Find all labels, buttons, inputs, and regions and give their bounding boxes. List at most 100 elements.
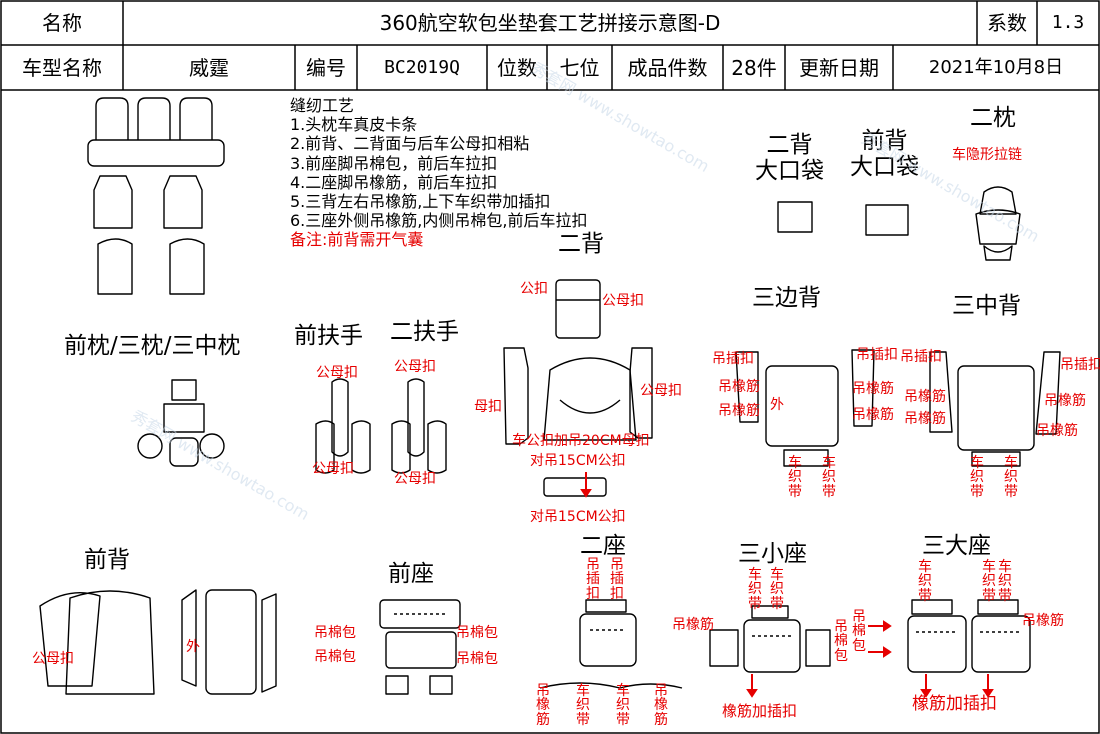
- annotation-diaoxiangjin: 吊橡筋: [654, 683, 668, 728]
- annotation-diaocha: 吊插扣: [586, 557, 600, 602]
- annotation-diaoxiangjin: 吊橡筋: [852, 407, 894, 423]
- arrows: [580, 472, 994, 698]
- erzuo-pattern: [539, 599, 683, 689]
- annotation-gongmukou: 公母扣: [602, 293, 644, 309]
- annotation-gongmukou: 公母扣: [32, 651, 74, 667]
- annotation-diaomianbao: 吊棉包: [834, 619, 848, 664]
- pieces-value: 28件: [731, 55, 777, 80]
- qianbei-title: 前背: [84, 547, 130, 573]
- annotation-gongmukou: 公母扣: [312, 461, 354, 477]
- annotation-chezhidai: 车织带: [1004, 455, 1018, 500]
- annotation-wai: 外: [186, 639, 200, 655]
- annotation-diaomianbao: 吊棉包: [852, 609, 866, 654]
- seats-label: 位数: [497, 55, 537, 80]
- annotation-diaoxiangjin: 吊橡筋: [1036, 423, 1078, 439]
- qianzuo-title: 前座: [388, 561, 434, 587]
- annotation-chezhidai: 车织带: [918, 559, 932, 604]
- qianzuo-pattern: [379, 599, 461, 695]
- code-label: 编号: [306, 55, 346, 80]
- annotation-chezhidai: 车织带: [822, 455, 836, 500]
- sanxiaozuo-pattern: [709, 605, 831, 673]
- annotation-diaocha: 吊插扣: [900, 349, 942, 365]
- note-item: 3.前座脚吊棉包，前后车拉扣: [290, 153, 498, 173]
- annotation-gongmukou: 公母扣: [394, 359, 436, 375]
- annotation-diaoxiangjin: 吊橡筋: [718, 379, 760, 395]
- note-item: 5.三背左右吊橡筋,上下车织带加插扣: [290, 192, 551, 212]
- annotation-diaocha: 吊插扣: [712, 351, 754, 367]
- annotation-diaomianbao: 吊棉包: [456, 625, 498, 641]
- annotation-chezhidai: 车织带: [770, 567, 784, 612]
- erbei-title: 二背: [558, 231, 604, 257]
- erzhen-zip-note: 车隐形拉链: [952, 147, 1022, 163]
- qianbei-pocket-title: 前背 大口袋: [850, 128, 919, 181]
- erzhen-pattern: [975, 186, 1021, 261]
- sanzhongbei-pattern: [929, 351, 1061, 467]
- update-value: 2021年10月8日: [928, 56, 1064, 78]
- update-label: 更新日期: [799, 55, 879, 80]
- armrests-pattern: [315, 378, 447, 474]
- annotation-diaoxiangjin: 吊橡筋: [904, 389, 946, 405]
- annotation-diaomianbao: 吊棉包: [314, 625, 356, 641]
- name-label: 名称: [42, 11, 82, 35]
- annotation-wai: 外: [770, 397, 784, 413]
- pieces-label: 成品件数: [627, 55, 708, 80]
- annotation-gongmukou: 公母扣: [394, 471, 436, 487]
- sanbianbei-pattern: [735, 349, 875, 467]
- annotation-diaoxiangjin: 吊橡筋: [904, 411, 946, 427]
- sanbianbei-title: 三边背: [752, 285, 821, 311]
- annotation-diaocha: 吊插扣: [1060, 357, 1100, 373]
- annotation-diaocha: 吊插扣: [610, 557, 624, 602]
- pocket-shape: [777, 201, 813, 233]
- seats-value: 七位: [559, 55, 600, 80]
- pocket-shape: [865, 204, 909, 236]
- annotation-erbei-note2: 对吊15CM公扣: [530, 453, 626, 469]
- sanzhongbei-title: 三中背: [952, 293, 1021, 319]
- erzuo-title: 二座: [580, 533, 626, 559]
- annotation-chezhidai: 车织带: [748, 567, 762, 612]
- coef-label: 系数: [987, 11, 1027, 35]
- pillows-title: 前枕/三枕/三中枕: [64, 333, 241, 359]
- annotation-gongmukou: 公母扣: [640, 383, 682, 399]
- seat-illustration: [87, 97, 225, 295]
- notes-title: 缝纫工艺: [290, 96, 355, 115]
- annotation-diaomianbao: 吊棉包: [456, 651, 498, 667]
- annotation-diaoxiangjin: 吊橡筋: [1022, 613, 1064, 629]
- annotation-diaoxiangjin: 吊橡筋: [536, 683, 550, 728]
- notes-remark: 备注:前背需开气囊: [290, 230, 424, 250]
- annotation-mukou: 母扣: [474, 399, 502, 415]
- annotation-gongmukou: 公母扣: [316, 365, 358, 381]
- qianfushou-title: 前扶手: [294, 323, 363, 349]
- model-value: 威霆: [189, 55, 229, 80]
- sanxiaozuo-title: 三小座: [738, 541, 807, 567]
- annotation-chezhidai: 车织带: [788, 455, 802, 500]
- note-item: 1.头枕车真皮卡条: [290, 115, 418, 135]
- annotation-erbei-note1: 车公扣加吊20CM母扣: [512, 433, 650, 449]
- erbei-pocket-title: 二背 大口袋: [755, 132, 824, 185]
- pillows-pattern: [137, 379, 225, 467]
- annotation-xiangjin-chakou: 橡筋加插扣: [912, 694, 997, 714]
- sewing-notes: 缝纫工艺 1.头枕车真皮卡条 2.前背、二背面与后车公母扣相粘 3.前座脚吊棉包…: [290, 96, 587, 250]
- annotation-diaoxiangjin: 吊橡筋: [852, 381, 894, 397]
- annotation-diaoxiangjin: 吊橡筋: [718, 403, 760, 419]
- annotation-chezhidai: 车织带: [998, 559, 1012, 604]
- note-item: 4.二座脚吊橡筋，前后车拉扣: [290, 172, 498, 192]
- erbei-pattern: [503, 279, 653, 497]
- note-item: 6.三座外侧吊橡筋,内侧吊棉包,前后车拉扣: [290, 211, 588, 231]
- model-label: 车型名称: [22, 55, 102, 80]
- annotation-erbei-note2: 对吊15CM公扣: [530, 509, 626, 525]
- annotation-chezhidai: 车织带: [970, 455, 984, 500]
- annotation-diaocha: 吊插扣: [856, 347, 898, 363]
- sandazuo-title: 三大座: [922, 533, 991, 559]
- coef-value: 1.3: [1051, 12, 1085, 33]
- sandazuo-pattern: [907, 599, 1031, 673]
- erfushou-title: 二扶手: [390, 319, 459, 345]
- qianbei-pattern: [39, 589, 277, 695]
- annotation-diaoxiangjin: 吊橡筋: [1044, 393, 1086, 409]
- sheet-title: 360航空软包坐垫套工艺拼接示意图-D: [379, 11, 721, 35]
- annotation-chezhidai: 车织带: [616, 683, 630, 728]
- annotation-diaomianbao: 吊棉包: [314, 649, 356, 665]
- annotation-diaoxiangjin: 吊橡筋: [672, 617, 714, 633]
